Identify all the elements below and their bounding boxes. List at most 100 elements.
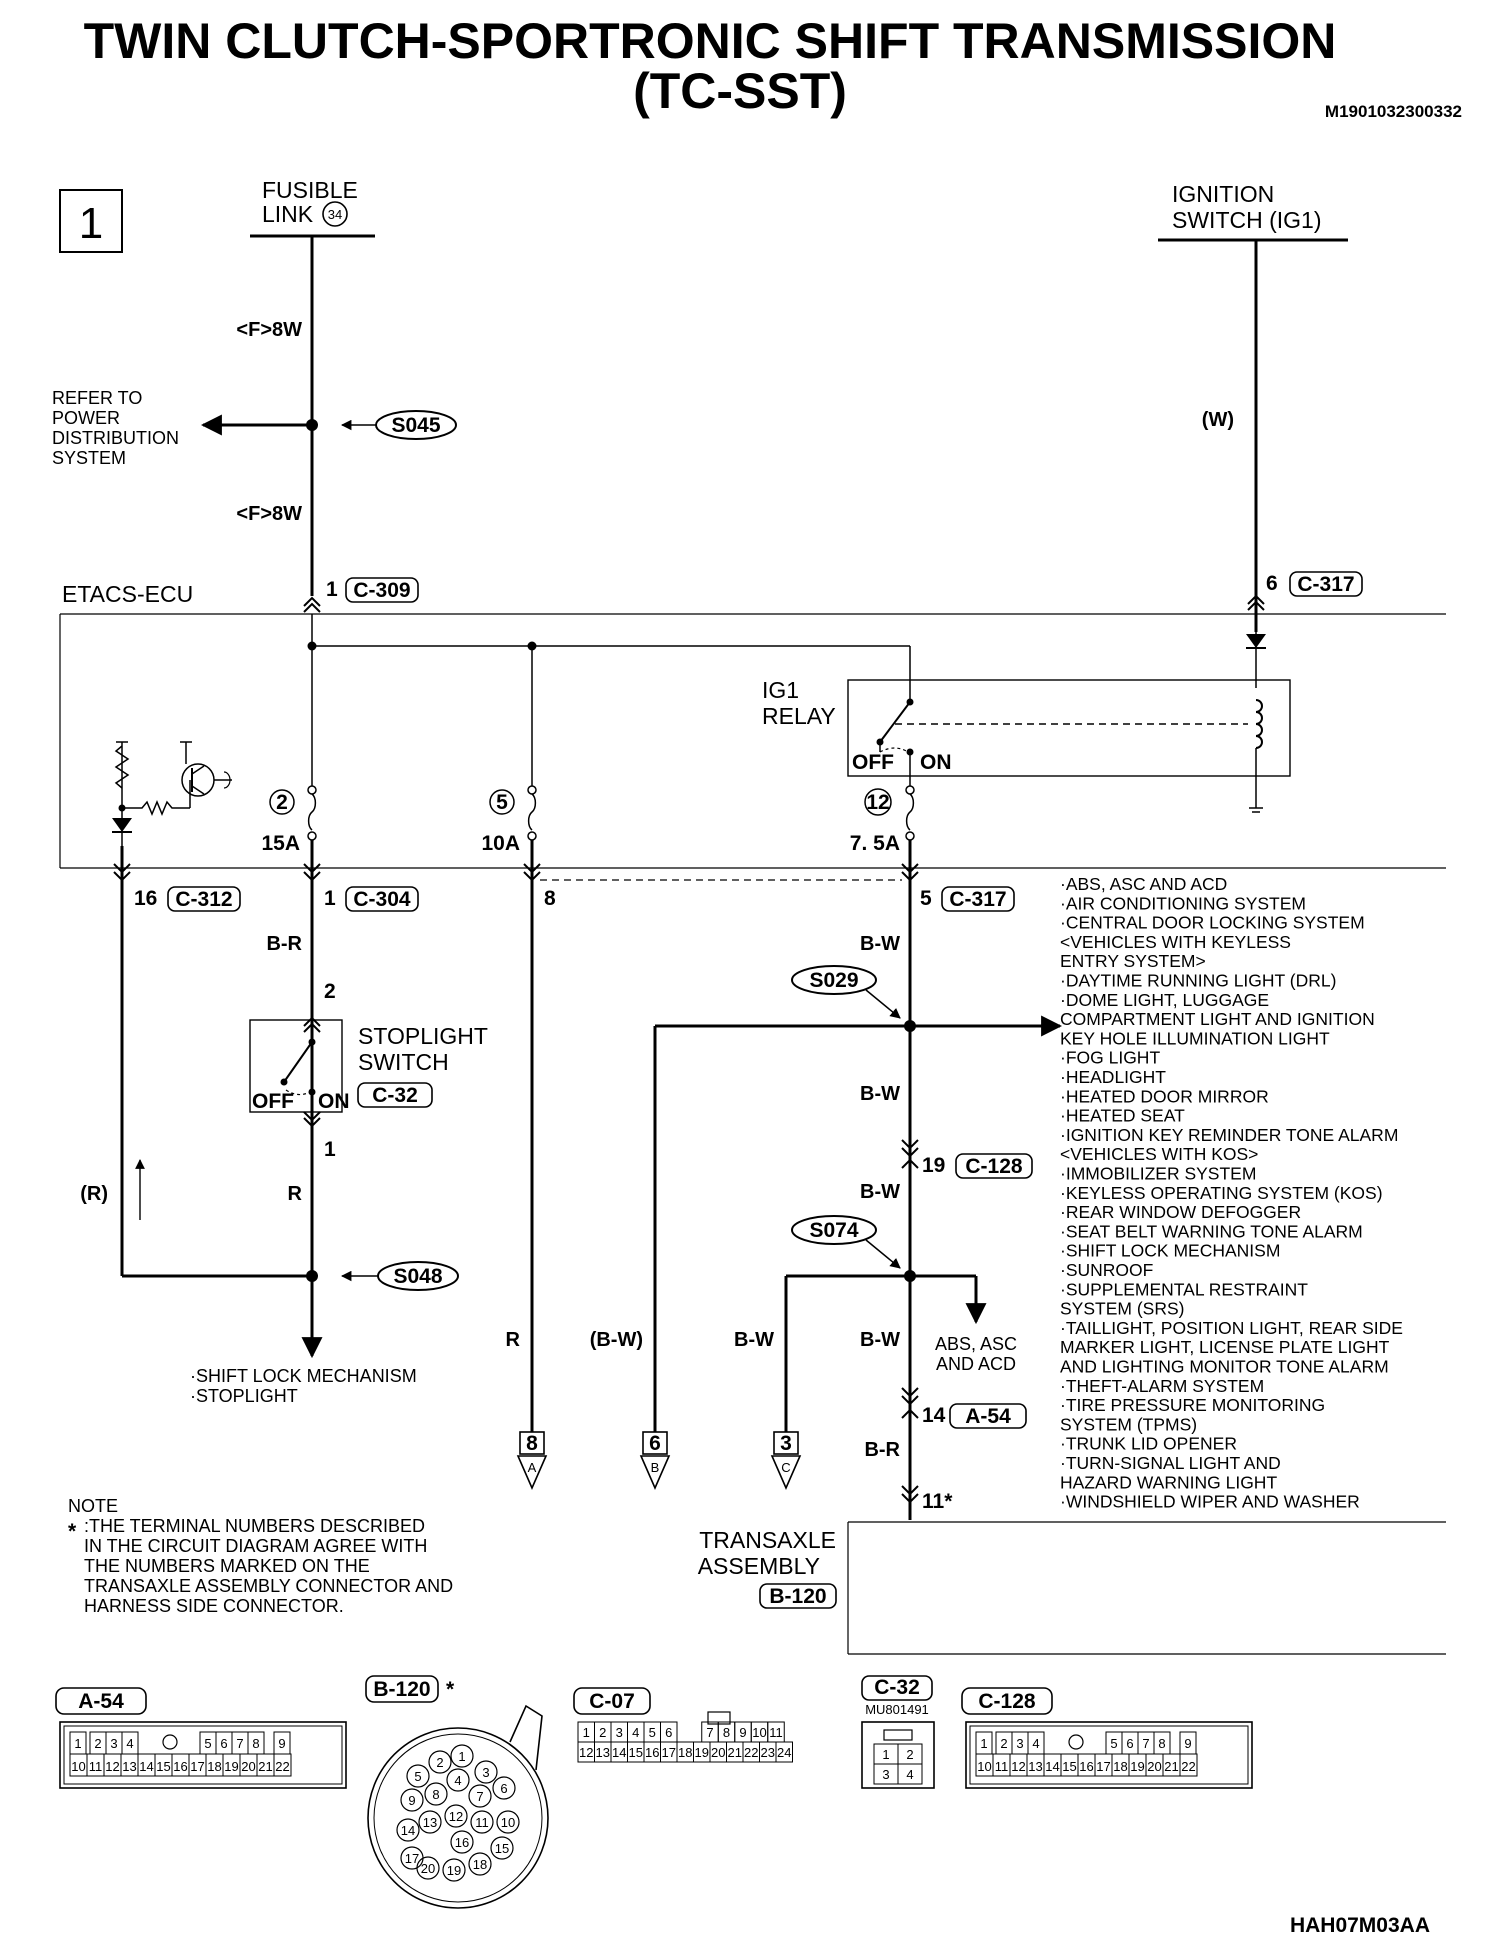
note-title: NOTE [68,1496,118,1516]
connector-c07-pin: 20 [711,1745,725,1760]
wire-bw-3: B-W [860,1181,900,1203]
connector-c128-pin: 12 [1011,1759,1025,1774]
connector-a54-pin: 4 [126,1736,133,1751]
fusible-link-number: 34 [328,207,342,222]
wire-bw-5: B-W [860,1329,900,1351]
connector-b120-pin: 14 [401,1823,415,1838]
connector-c304: C-304 [353,888,411,911]
connector-c07-label: C-07 [589,1690,635,1713]
terminal-14-a54: 14 [922,1404,946,1427]
ig1-relay-on: ON [920,751,952,774]
terminal-1-c309: 1 [326,578,338,601]
connector-c128-pin: 2 [1000,1736,1007,1751]
terminal-16-c312: 16 [134,887,157,910]
connector-b120-pin: 10 [501,1815,515,1830]
connector-c07-pin: 7 [706,1725,713,1740]
connector-c07-pin: 16 [645,1745,659,1760]
system-list-item: SYSTEM (SRS) [1060,1299,1184,1319]
wire-r-switch: R [288,1183,303,1205]
abs-branch-line1: ABS, ASC [935,1334,1017,1354]
connector-a54-pin: 14 [139,1759,153,1774]
system-list-item: ENTRY SYSTEM> [1060,951,1206,971]
output-b: 6 B [639,1431,671,1490]
connector-a54-pin: 22 [275,1759,289,1774]
system-list-item: MARKER LIGHT, LICENSE PLATE LIGHT [1060,1337,1390,1357]
stoplight-switch-line2: SWITCH [358,1049,449,1075]
system-list-item: ·DOME LIGHT, LUGGAGE [1060,990,1269,1010]
wire-br-stoplight: B-R [266,933,302,955]
output-a: 8 A [516,1431,548,1490]
wire-bw-2: B-W [860,1083,900,1105]
system-list-item: ·ABS, ASC AND ACD [1060,874,1227,894]
output-a-letter: A [528,1460,537,1475]
terminal-19-c128: 19 [922,1154,945,1177]
connector-b120-star: * [446,1678,455,1701]
connector-c128-pin: 14 [1045,1759,1059,1774]
connector-c07-pin: 15 [629,1745,643,1760]
connector-c128-pin: 21 [1164,1759,1178,1774]
output-b-number: 6 [649,1432,661,1455]
connector-b120-pin: 1 [458,1749,465,1764]
connector-a54-pin: 5 [204,1736,211,1751]
connector-a54-pin: 21 [258,1759,272,1774]
wire-r-a: R [506,1329,521,1351]
connector-b120-ref: B-120 [769,1585,826,1608]
fuse-7-5a-rating: 7. 5A [850,832,900,855]
etacs-ecu-box [59,613,1446,869]
stoplight-switch-line1: STOPLIGHT [358,1023,488,1049]
system-list-item: SYSTEM (TPMS) [1060,1414,1197,1434]
stoplight-switch-on: ON [318,1090,350,1113]
fuse-7-5a-number: 12 [866,791,889,814]
system-list-item: HAZARD WARNING LIGHT [1060,1472,1277,1492]
connector-b120-pin: 11 [475,1815,489,1830]
connector-c128-pin: 8 [1158,1736,1165,1751]
transaxle-line2: ASSEMBLY [698,1553,820,1579]
connector-a54-pin: 13 [122,1759,136,1774]
note-line-5: HARNESS SIDE CONNECTOR. [84,1596,344,1616]
connector-b120-pin: 7 [476,1789,483,1804]
system-list-item: COMPARTMENT LIGHT AND IGNITION [1060,1009,1375,1029]
connector-c07-pin: 14 [612,1745,626,1760]
terminal-8: 8 [544,887,556,910]
connector-c32-pin: 3 [882,1767,889,1782]
fuse-15a-rating: 15A [261,832,300,855]
connector-c32-ref: C-32 [372,1084,418,1107]
connector-c07-pin: 10 [752,1725,766,1740]
connector-a54-pin: 8 [252,1736,259,1751]
fusible-link-line2: LINK [262,201,314,227]
system-list-item: ·SEAT BELT WARNING TONE ALARM [1060,1221,1363,1241]
page-number: 1 [79,199,103,248]
splice-s045-label: S045 [391,414,440,437]
target-shift-lock: ·SHIFT LOCK MECHANISM [190,1366,417,1386]
system-list-item: ·TURN-SIGNAL LIGHT AND [1060,1453,1281,1473]
connector-c32-pin: 4 [906,1767,913,1782]
etacs-input-circuit [112,741,232,846]
connector-c07-pin: 19 [695,1745,709,1760]
refer-line-4: SYSTEM [52,448,126,468]
connector-b120-pin: 15 [495,1841,509,1856]
terminal-11-star: 11* [922,1490,953,1513]
system-list-item: <VEHICLES WITH KOS> [1060,1144,1258,1164]
connector-c309: C-309 [353,579,410,602]
figure-code: HAH07M03AA [1290,1914,1430,1937]
wire-br-transaxle: B-R [864,1439,900,1461]
system-list-item: ·TAILLIGHT, POSITION LIGHT, REAR SIDE [1060,1318,1403,1338]
ig1-relay-off: OFF [852,751,894,774]
connector-c128-pin: 9 [1184,1736,1191,1751]
connector-b120-pin: 5 [414,1769,421,1784]
connector-a54-pin: 18 [207,1759,221,1774]
system-list-item: ·HEADLIGHT [1060,1067,1166,1087]
system-list-item: ·HEATED DOOR MIRROR [1060,1086,1269,1106]
splice-s048: S048 [340,1261,459,1291]
connector-b120-pin: 4 [454,1773,461,1788]
system-list-item: ·THEFT-ALARM SYSTEM [1060,1376,1264,1396]
output-c-number: 3 [780,1432,792,1455]
diagram-subtitle: (TC-SST) [633,63,847,119]
page-number-box: 1 [59,189,123,253]
connector-c128-ref: C-128 [965,1155,1023,1178]
connector-c128-pin: 5 [1110,1736,1117,1751]
connector-c317-top: C-317 [1297,573,1354,596]
fusible-link-line1: FUSIBLE [262,177,358,203]
terminal-6-c317: 6 [1266,572,1278,595]
system-list-item: ·TRUNK LID OPENER [1060,1434,1237,1454]
